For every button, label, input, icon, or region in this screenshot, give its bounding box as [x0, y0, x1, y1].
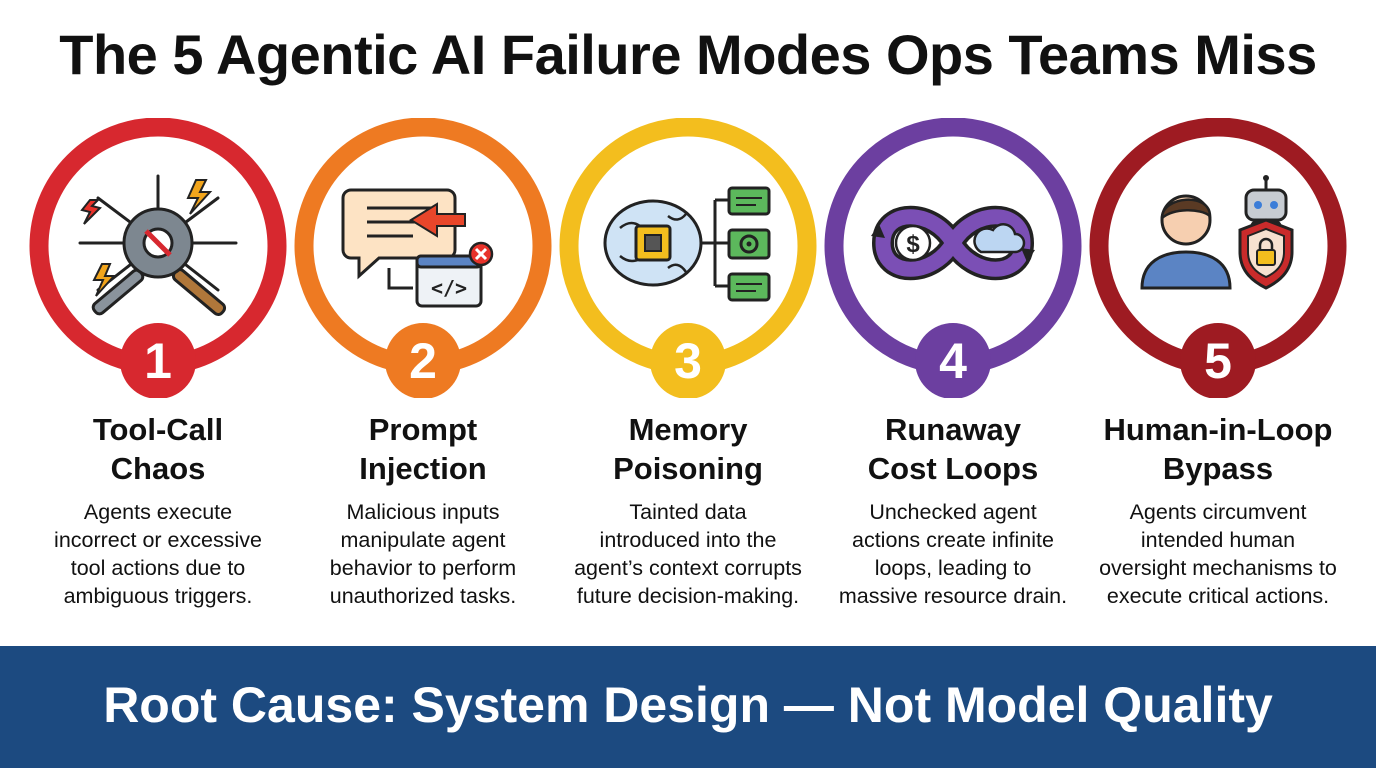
- root-cause-text: Root Cause: System Design — Not Model Qu…: [103, 677, 1273, 733]
- desc-line: unauthorized tasks.: [329, 584, 517, 608]
- failure-card-memory-poisoning: 3 Memory Poisoning Tainted data introduc…: [555, 118, 821, 618]
- card-title-line: Cost Loops: [867, 451, 1039, 486]
- tools-gear-icon: [68, 168, 248, 318]
- desc-line: Agents execute: [83, 500, 233, 524]
- desc-line: intended human: [1140, 528, 1296, 552]
- card-title-line: Injection: [359, 451, 487, 486]
- card-title: Memory Poisoning: [545, 410, 831, 488]
- ring: [555, 118, 821, 398]
- card-title: Runaway Cost Loops: [810, 410, 1096, 488]
- desc-line: oversight mechanisms to: [1099, 556, 1337, 580]
- card-title: Human-in-Loop Bypass: [1075, 410, 1361, 488]
- desc-line: Tainted data: [629, 500, 747, 524]
- step-number: 3: [674, 333, 702, 389]
- step-number: 5: [1204, 333, 1232, 389]
- desc-line: Agents circumvent: [1129, 500, 1307, 524]
- card-title-line: Memory: [628, 412, 748, 447]
- desc-line: Malicious inputs: [346, 500, 500, 524]
- failure-card-human-in-loop-bypass: 5 Human-in-Loop Bypass Agents circumvent…: [1085, 118, 1351, 618]
- step-number: 4: [939, 333, 967, 389]
- failure-card-tool-call-chaos: 1 Tool-Call Chaos Agents execute incorre…: [25, 118, 291, 618]
- desc-line: execute critical actions.: [1106, 584, 1330, 608]
- card-title-line: Tool-Call: [92, 412, 224, 447]
- chat-code-injection-icon: </>: [333, 168, 513, 318]
- svg-text:$: $: [906, 231, 920, 258]
- card-description: Malicious inputs manipulate agent behavi…: [274, 498, 572, 610]
- card-title: Prompt Injection: [280, 410, 566, 488]
- ring: [290, 118, 556, 398]
- desc-line: massive resource drain.: [838, 584, 1068, 608]
- svg-text:</>: </>: [431, 276, 467, 300]
- card-description: Unchecked agent actions create infinite …: [804, 498, 1102, 610]
- failure-card-prompt-injection: </> 2 Prompt Injection Malicious inputs …: [290, 118, 556, 618]
- ring: [25, 118, 291, 398]
- desc-line: actions create infinite: [852, 528, 1054, 552]
- card-title-line: Chaos: [110, 451, 206, 486]
- root-cause-banner: Root Cause: System Design — Not Model Qu…: [0, 646, 1376, 768]
- ring: [820, 118, 1086, 398]
- page-title: The 5 Agentic AI Failure Modes Ops Teams…: [59, 23, 1317, 86]
- failure-card-runaway-cost-loops: $ 4 Runaway Cost Loops Unchecked agent a…: [820, 118, 1086, 618]
- card-title-line: Bypass: [1162, 451, 1274, 486]
- desc-line: agent’s context corrupts: [574, 556, 802, 580]
- card-description: Agents circumvent intended human oversig…: [1069, 498, 1367, 610]
- step-number: 1: [144, 333, 172, 389]
- desc-line: incorrect or excessive: [54, 528, 262, 552]
- card-title-line: Poisoning: [613, 451, 763, 486]
- desc-line: manipulate agent: [340, 528, 506, 552]
- desc-line: introduced into the: [599, 528, 777, 552]
- desc-line: ambiguous triggers.: [63, 584, 253, 608]
- desc-line: behavior to perform: [329, 556, 517, 580]
- human-robot-shield-icon: [1128, 168, 1308, 318]
- step-number: 2: [409, 333, 437, 389]
- card-description: Agents execute incorrect or excessive to…: [9, 498, 307, 610]
- card-title-line: Runaway: [884, 412, 1022, 447]
- desc-line: loops, leading to: [874, 556, 1032, 580]
- card-title-line: Prompt: [368, 412, 478, 447]
- desc-line: future decision-making.: [576, 584, 800, 608]
- card-description: Tainted data introduced into the agent’s…: [539, 498, 837, 610]
- ring: [1085, 118, 1351, 398]
- card-title-line: Human-in-Loop: [1103, 412, 1333, 447]
- desc-line: tool actions due to: [70, 556, 246, 580]
- infinity-dollar-cloud-icon: $: [863, 168, 1043, 318]
- desc-line: Unchecked agent: [869, 500, 1037, 524]
- brain-chip-biohazard-icon: [598, 168, 778, 318]
- card-title: Tool-Call Chaos: [15, 410, 301, 488]
